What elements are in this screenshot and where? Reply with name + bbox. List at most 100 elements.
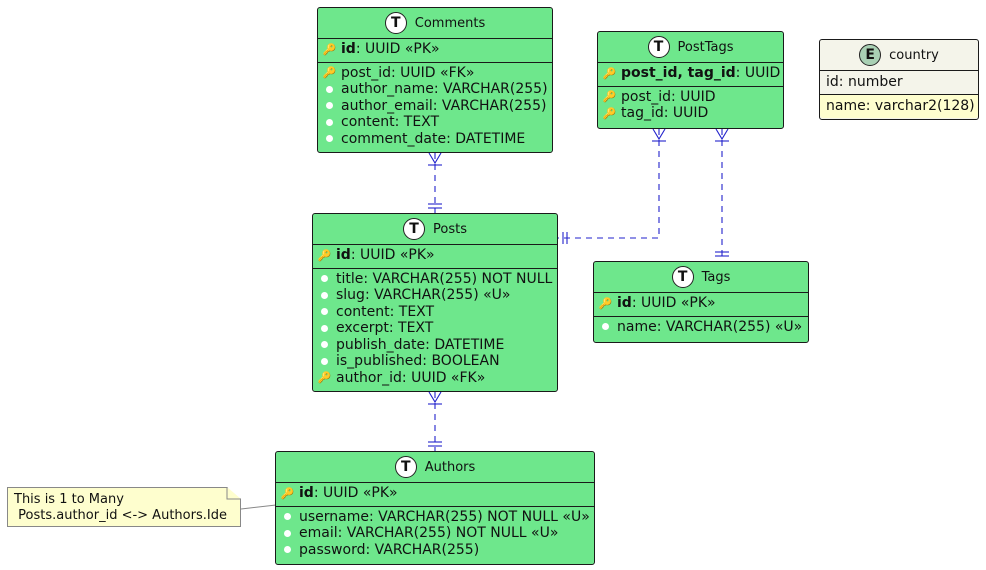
field-dot-icon <box>321 291 328 299</box>
entity-icon: E <box>859 44 882 66</box>
fields-bottom-section: name: varchar2(128) <box>820 93 978 118</box>
entity-posts[interactable]: T Posts 🔑 id : UUID «PK» title: VARCHAR(… <box>312 213 558 392</box>
entity-tags[interactable]: T Tags 🔑 id : UUID «PK» name: VARCHAR(25… <box>593 261 809 343</box>
column-text: post_id: UUID <box>621 88 716 105</box>
pk-section: 🔑 post_id, tag_id : UUID <box>598 62 783 86</box>
fk-row: 🔑author_id: UUID «FK» <box>313 370 557 387</box>
field-dot-icon <box>284 546 291 554</box>
note-line-2: Posts.author_id <-> Authors.Ide <box>14 508 227 523</box>
fk-row: 🔑tag_id: UUID <box>598 105 783 122</box>
field-row: content: TEXT <box>318 114 552 131</box>
note-line-1: This is 1 to Many <box>14 492 124 507</box>
column-text: email: VARCHAR(255) NOT NULL «U» <box>299 525 559 542</box>
field-row: slug: VARCHAR(255) «U» <box>313 287 557 304</box>
field-row: name: varchar2(128) <box>820 98 978 115</box>
field-dot-icon <box>321 275 328 283</box>
column-text: name: VARCHAR(255) «U» <box>617 318 803 335</box>
field-row: comment_date: DATETIME <box>318 131 552 148</box>
column-text: author_name: VARCHAR(255) <box>341 81 548 98</box>
column-text: comment_date: DATETIME <box>341 130 526 147</box>
fields-section: 🔑post_id: UUID «FK» author_name: VARCHAR… <box>318 61 552 152</box>
column-text: author_email: VARCHAR(255) <box>341 97 547 114</box>
fields-top-section: id: number <box>820 70 978 94</box>
pk-row: 🔑 id : UUID «PK» <box>313 247 557 264</box>
table-icon: T <box>403 218 425 240</box>
entity-title: country <box>889 47 939 63</box>
key-icon: 🔑 <box>317 248 332 262</box>
field-row: name: VARCHAR(255) «U» <box>594 319 808 336</box>
key-icon: 🔑 <box>280 486 295 500</box>
field-row: publish_date: DATETIME <box>313 337 557 354</box>
fields-section: name: VARCHAR(255) «U» <box>594 315 808 340</box>
entity-header: E country <box>820 40 978 70</box>
field-dot-icon <box>321 341 328 349</box>
entity-country[interactable]: E country id: number name: varchar2(128) <box>819 39 979 120</box>
field-row: author_name: VARCHAR(255) <box>318 81 552 98</box>
field-dot-icon <box>326 118 333 126</box>
entity-header: T Authors <box>276 452 594 482</box>
fields-section: username: VARCHAR(255) NOT NULL «U» emai… <box>276 505 594 563</box>
column-text: id: number <box>826 74 903 91</box>
field-dot-icon <box>321 324 328 332</box>
entity-title: Authors <box>424 459 476 475</box>
one-marker-tags <box>715 251 729 257</box>
field-dot-icon <box>326 85 333 93</box>
field-row: author_email: VARCHAR(255) <box>318 98 552 115</box>
fields-section: title: VARCHAR(255) NOT NULL slug: VARCH… <box>313 267 557 391</box>
link-posttags-posts <box>558 129 660 239</box>
field-row: title: VARCHAR(255) NOT NULL <box>313 271 557 288</box>
entity-header: T PostTags <box>598 32 783 62</box>
column-text: username: VARCHAR(255) NOT NULL «U» <box>299 508 590 525</box>
one-marker-posts-right <box>562 232 568 244</box>
key-icon: 🔑 <box>598 296 613 310</box>
pk-section: 🔑 id : UUID «PK» <box>318 38 552 62</box>
column-text: slug: VARCHAR(255) «U» <box>336 287 511 304</box>
one-marker-authors <box>428 441 442 447</box>
entity-posttags[interactable]: T PostTags 🔑 post_id, tag_id : UUID 🔑 pos… <box>597 31 784 129</box>
column-type: : UUID «PK» <box>350 247 435 264</box>
key-icon: 🔑 <box>322 42 337 56</box>
field-row: excerpt: TEXT <box>313 320 557 337</box>
key-icon: 🔑 <box>602 106 617 120</box>
column-name: id <box>341 41 356 58</box>
field-dot-icon <box>284 513 291 521</box>
entity-comments[interactable]: T Comments 🔑 id : UUID «PK» 🔑post_id: UU… <box>317 7 553 153</box>
many-marker-posttags-right <box>715 128 729 142</box>
many-marker-posts <box>428 391 442 405</box>
fk-row: 🔑post_id: UUID «FK» <box>318 65 552 82</box>
column-type: : UUID «PK» <box>355 41 440 58</box>
field-dot-icon <box>321 357 328 365</box>
field-dot-icon <box>284 529 291 537</box>
column-text: content: TEXT <box>341 114 440 131</box>
field-row: content: TEXT <box>313 304 557 321</box>
field-dot-icon <box>321 308 328 316</box>
relationship-note: This is 1 to Many Posts.author_id <-> Au… <box>7 487 241 527</box>
column-text: is_published: BOOLEAN <box>336 353 500 370</box>
field-dot-icon <box>602 323 609 331</box>
key-icon: 🔑 <box>317 371 332 385</box>
pk-row: 🔑 id : UUID «PK» <box>318 41 552 58</box>
table-icon: T <box>394 456 417 478</box>
entity-authors[interactable]: T Authors 🔑 id : UUID «PK» username: VAR… <box>275 451 595 565</box>
note-connector <box>240 504 277 510</box>
many-marker-posttags-left <box>652 128 666 142</box>
column-text: password: VARCHAR(255) <box>299 541 480 558</box>
field-row: email: VARCHAR(255) NOT NULL «U» <box>276 525 594 542</box>
entity-header: T Tags <box>594 262 808 292</box>
column-type: : UUID «PK» <box>313 485 398 502</box>
column-type: : UUID <box>735 65 781 82</box>
entity-header: T Posts <box>313 214 557 244</box>
column-name: post_id, tag_id <box>621 65 736 82</box>
pk-row: 🔑 post_id, tag_id : UUID <box>598 65 783 82</box>
column-text: content: TEXT <box>336 303 435 320</box>
field-row: username: VARCHAR(255) NOT NULL «U» <box>276 509 594 526</box>
column-text: name: varchar2(128) <box>826 97 975 114</box>
column-text: excerpt: TEXT <box>336 320 434 337</box>
entity-title: Posts <box>433 221 467 237</box>
fields-section: 🔑 post_id: UUID 🔑tag_id: UUID <box>598 85 783 126</box>
key-icon: 🔑 <box>322 66 337 80</box>
field-row: id: number <box>820 74 978 91</box>
entity-title: PostTags <box>677 39 734 55</box>
column-type: : UUID «PK» <box>631 295 716 312</box>
